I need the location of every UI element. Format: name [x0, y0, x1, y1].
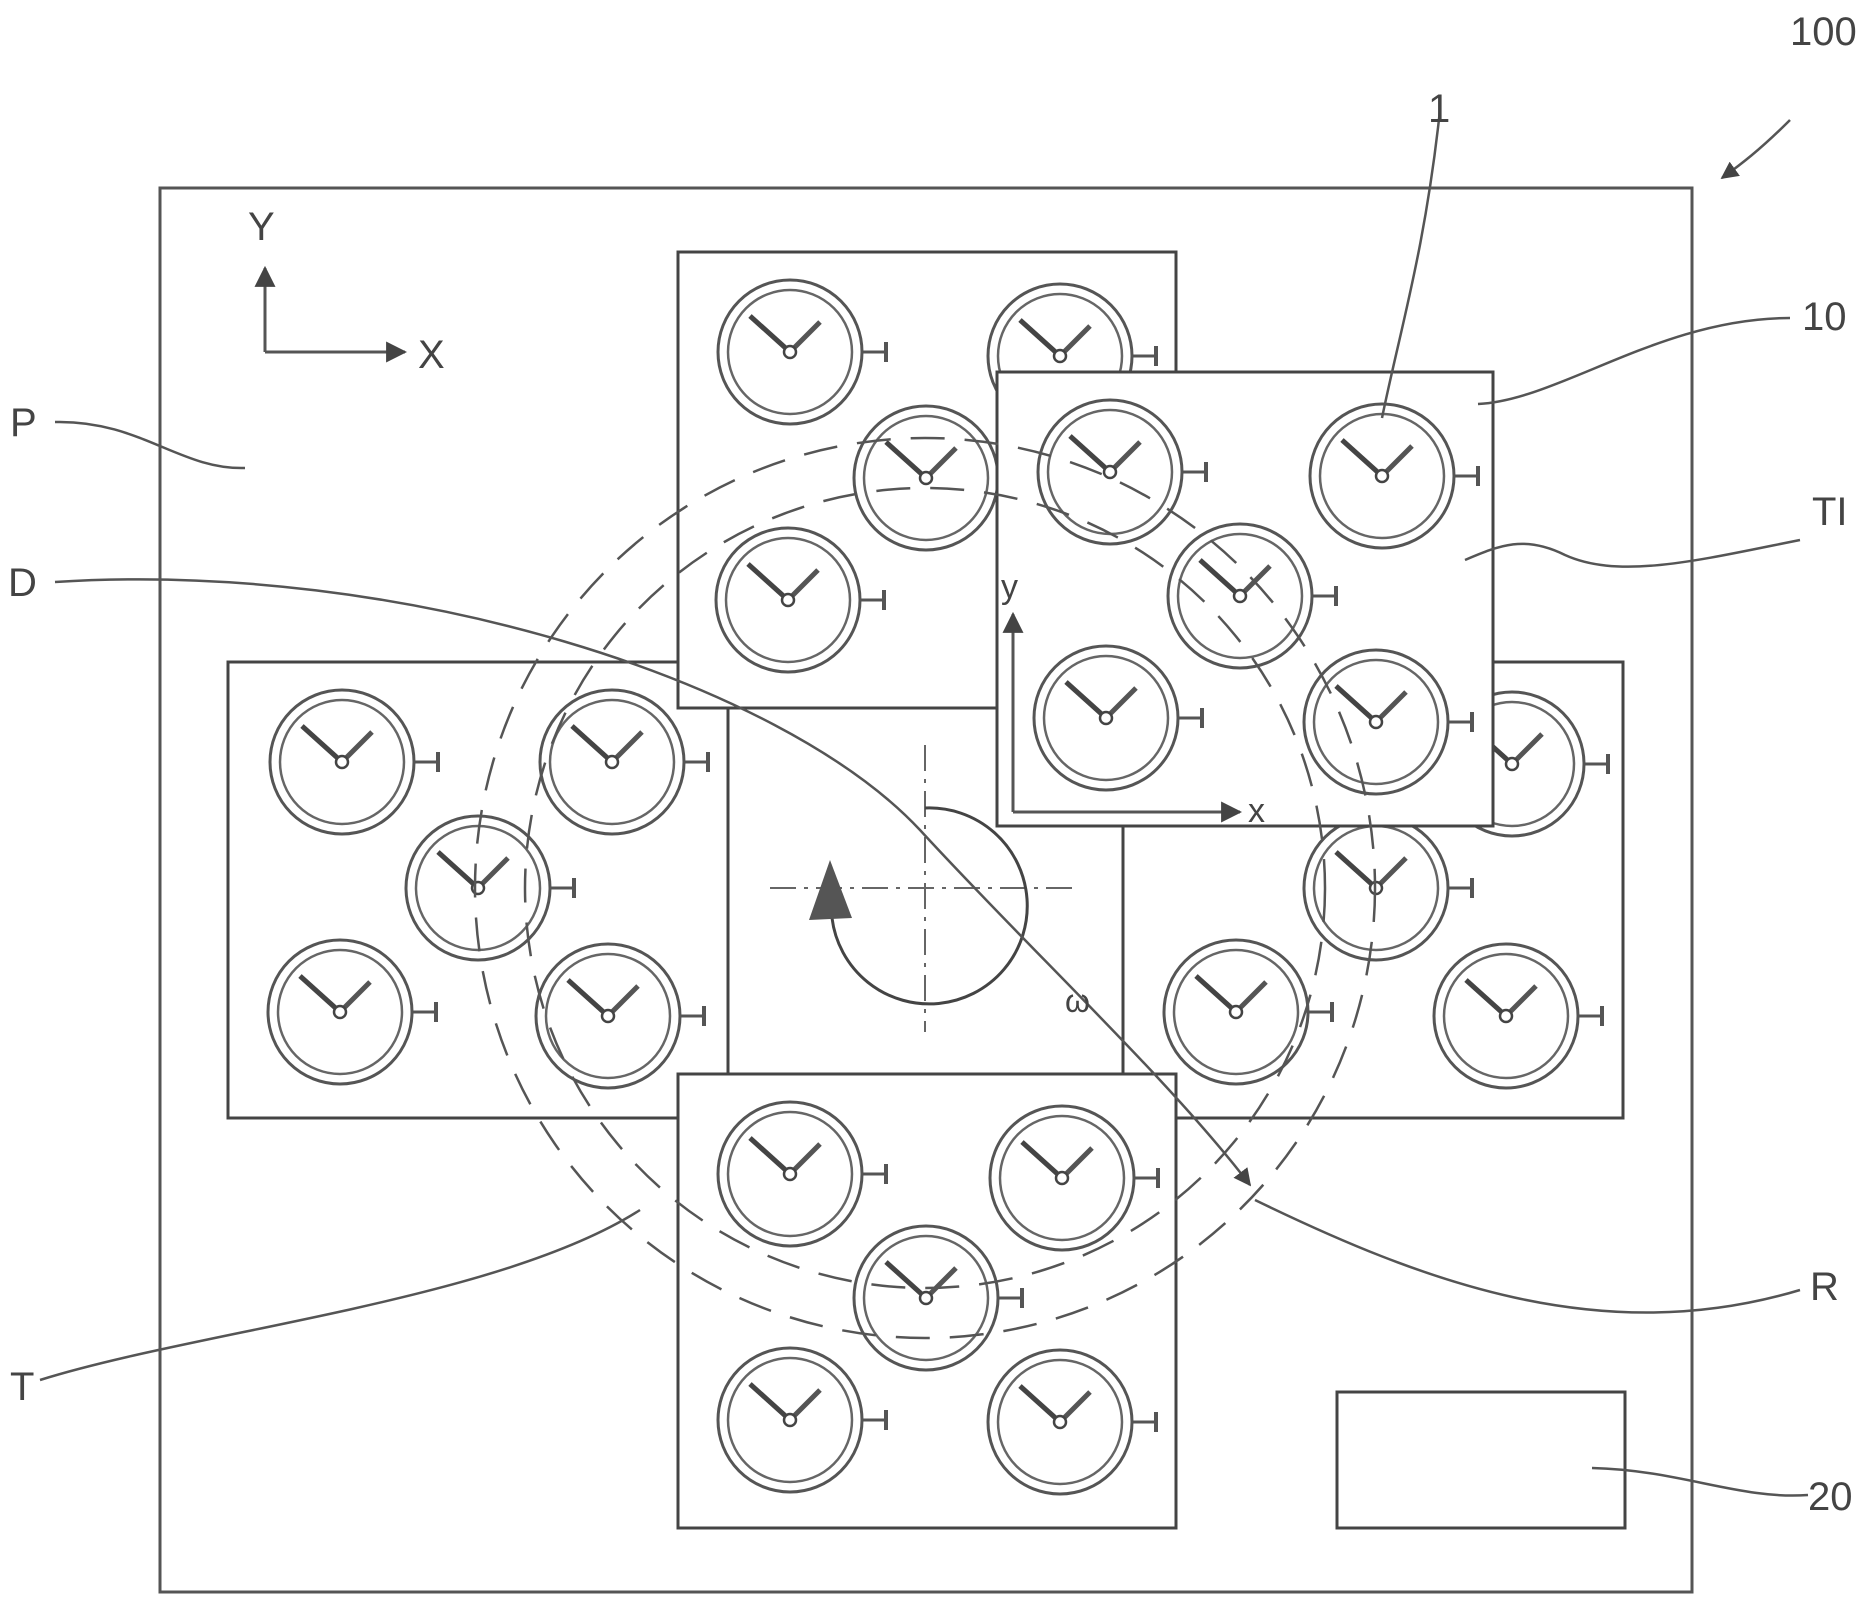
axis-label-X: X: [418, 333, 445, 377]
label-1: 1: [1428, 87, 1450, 131]
axis-label-local-x: x: [1248, 792, 1265, 830]
label-T: T: [10, 1365, 34, 1409]
axis-label-local-y: y: [1001, 568, 1018, 606]
label-D: D: [8, 561, 37, 605]
rotation-arrow-icon: [832, 808, 1027, 1004]
tray-overlay-10: [997, 372, 1493, 826]
controller-box: [1337, 1392, 1625, 1528]
label-P: P: [10, 401, 37, 445]
global-axes: [265, 268, 405, 352]
tray-left: [228, 662, 728, 1118]
label-R: R: [1810, 1265, 1839, 1309]
label-100: 100: [1790, 10, 1857, 54]
tray-bottom: [678, 1074, 1176, 1528]
axis-label-Y: Y: [248, 205, 275, 249]
label-omega: ω: [1065, 983, 1090, 1019]
rotation-arrow-head-icon: [809, 860, 852, 920]
label-20: 20: [1808, 1475, 1853, 1519]
label-TI: TI: [1812, 490, 1848, 534]
label-10: 10: [1802, 295, 1847, 339]
